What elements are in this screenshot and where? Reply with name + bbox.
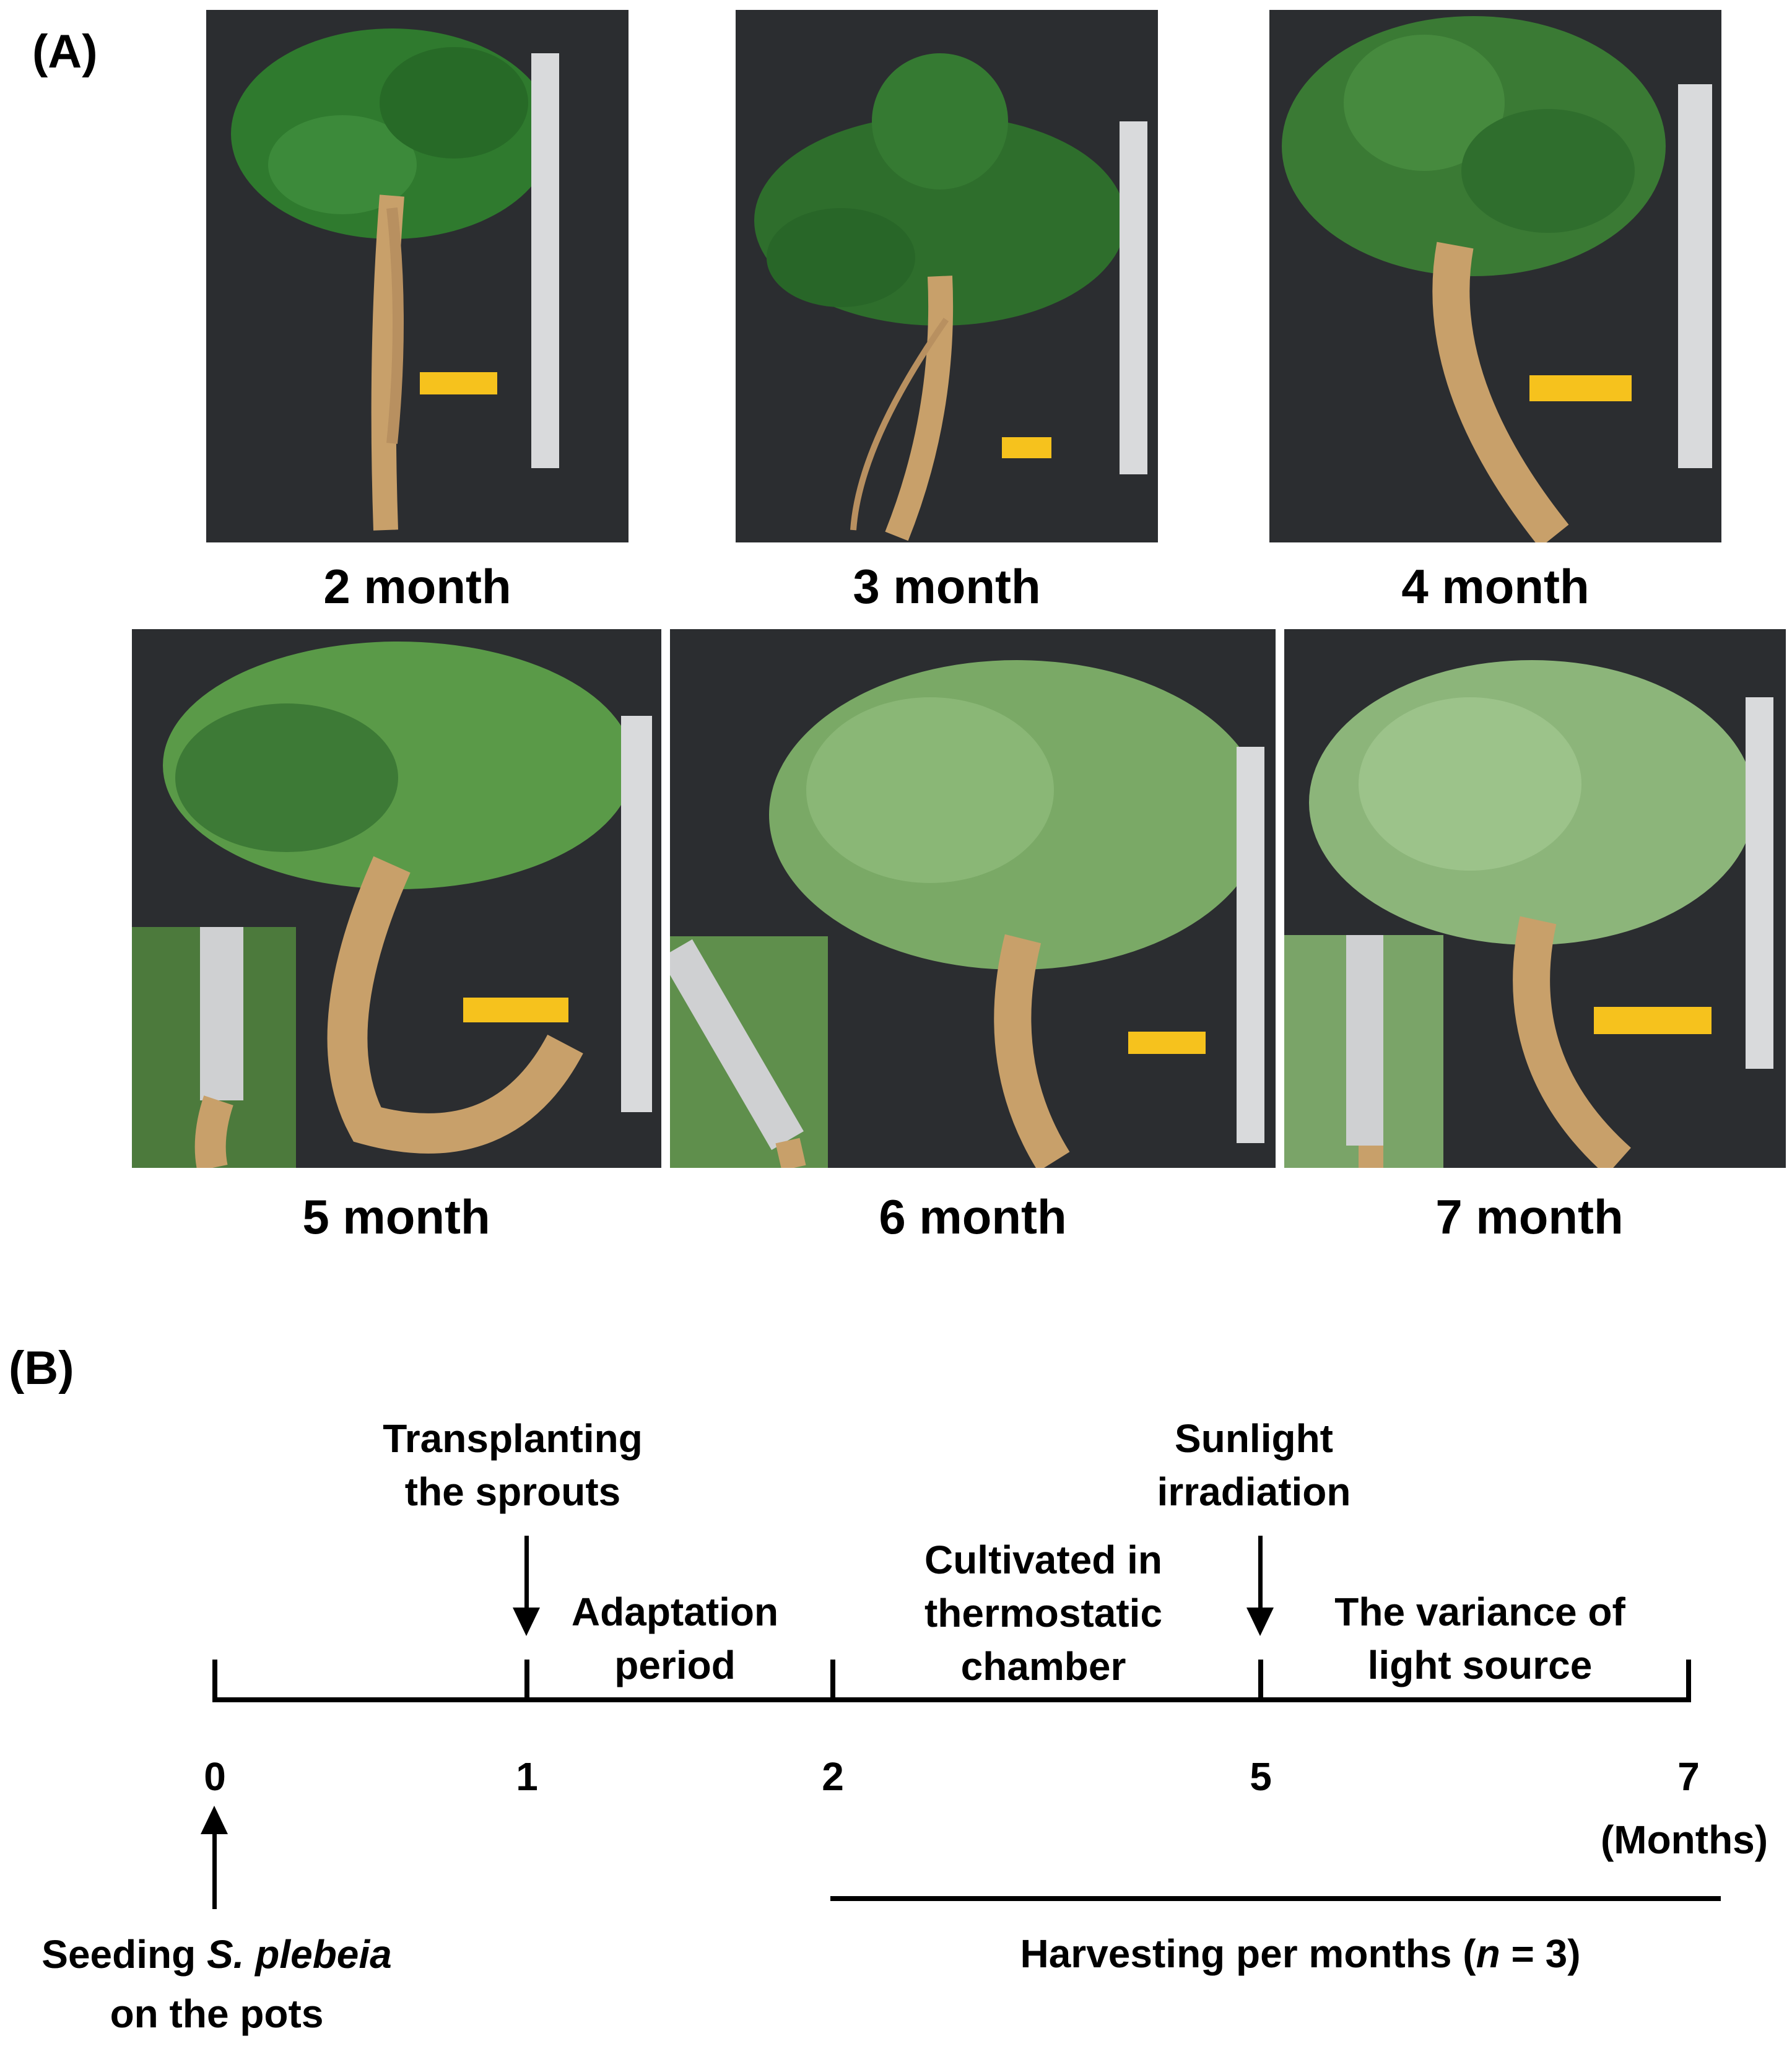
tick-7	[1686, 1660, 1691, 1702]
caption-2-month: 2 month	[323, 559, 511, 614]
panel-a-label: (A)	[32, 25, 98, 78]
caption-3-month: 3 month	[853, 559, 1041, 614]
photo-3-month	[736, 10, 1158, 542]
caption-5-month: 5 month	[302, 1190, 490, 1244]
photo-7-month	[1284, 629, 1786, 1168]
seeding-label: Seeding S. plebeia on the pots	[41, 1932, 392, 2036]
seeding-arrow-shaft	[212, 1832, 217, 1909]
timeline-axis	[212, 1697, 1691, 1702]
species-name: S. plebeia	[206, 1932, 392, 1977]
tick-label-7: 7	[1677, 1754, 1700, 1799]
light-source-variance-label: The variance of light source	[1334, 1590, 1625, 1687]
photo-4-month	[1269, 10, 1721, 542]
panel-b-label: (B)	[9, 1342, 74, 1395]
transplanting-arrow-head	[513, 1608, 540, 1636]
caption-6-month: 6 month	[879, 1190, 1067, 1244]
caption-7-month: 7 month	[1435, 1190, 1624, 1244]
sunlight-arrow-head	[1246, 1608, 1274, 1636]
tick-label-2: 2	[822, 1754, 844, 1799]
months-unit-label: (Months)	[1600, 1817, 1768, 1862]
tick-0	[212, 1660, 217, 1702]
photo-6-month	[670, 629, 1276, 1168]
transplanting-label: Transplanting the sprouts	[383, 1416, 643, 1514]
tick-1	[524, 1660, 529, 1702]
photo-5-month	[132, 629, 661, 1168]
harvest-bar	[830, 1896, 1721, 1901]
photo-2-month	[206, 10, 629, 542]
seeding-arrow-head	[201, 1806, 228, 1834]
tick-label-0: 0	[204, 1754, 226, 1799]
tick-2	[830, 1660, 835, 1702]
thermostatic-chamber-label: Cultivated in thermostatic chamber	[924, 1538, 1163, 1689]
transplanting-arrow-shaft	[524, 1536, 529, 1610]
inset-5-month	[132, 927, 296, 1168]
sunlight-label: Sunlight irradiation	[1157, 1416, 1351, 1514]
caption-4-month: 4 month	[1401, 559, 1590, 614]
tick-label-1: 1	[516, 1754, 538, 1799]
adaptation-period-label: Adaptation period	[571, 1590, 779, 1687]
sunlight-arrow-shaft	[1258, 1536, 1263, 1610]
inset-7-month	[1284, 935, 1443, 1168]
harvest-label: Harvesting per months (n = 3)	[1020, 1931, 1581, 1976]
tick-label-5: 5	[1250, 1754, 1272, 1799]
inset-6-month	[670, 936, 828, 1168]
tick-5	[1258, 1660, 1263, 1702]
